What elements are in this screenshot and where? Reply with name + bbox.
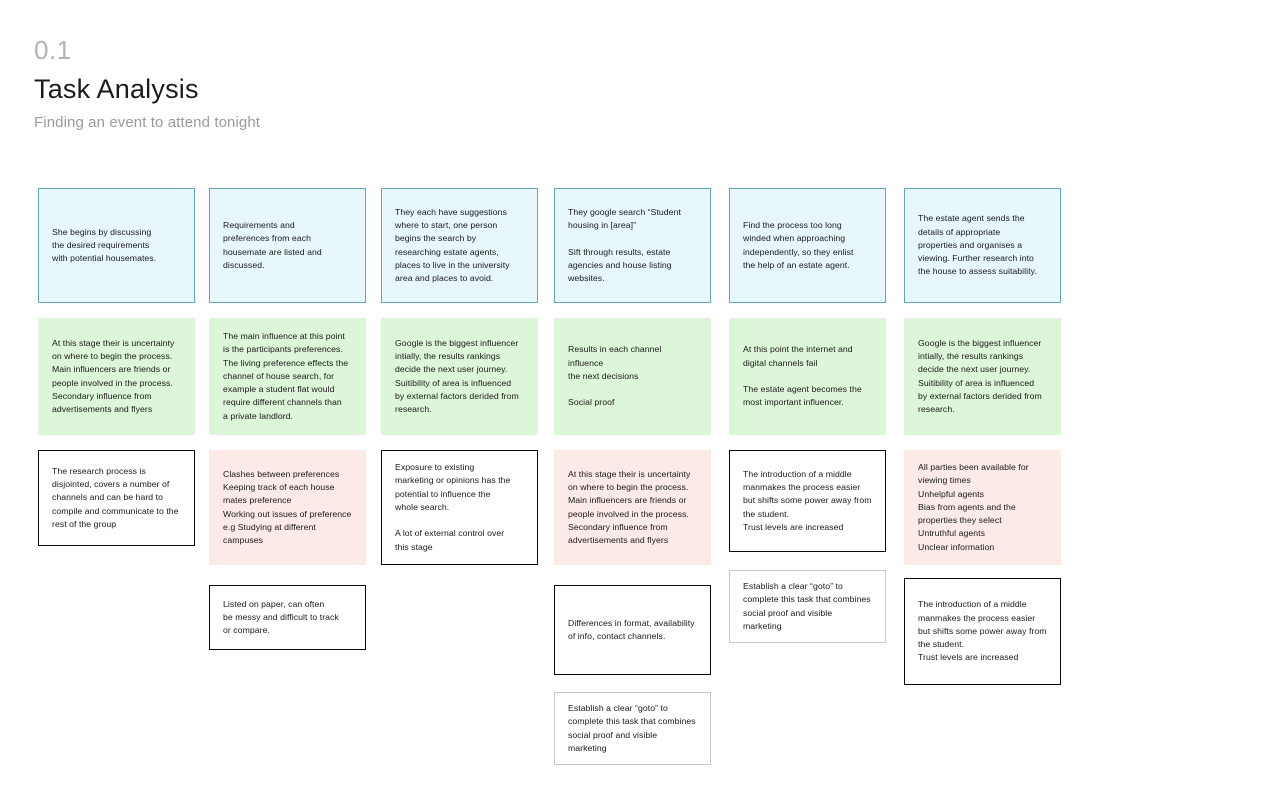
card-text: Exposure to existing marketing or opinio… <box>395 462 511 552</box>
card-r1c4[interactable]: They google search “Student housing in [… <box>554 188 711 303</box>
card-text: Establish a clear “goto” to complete thi… <box>568 703 696 753</box>
card-r3c6[interactable]: All parties been available for viewing t… <box>904 450 1061 565</box>
card-text: They google search “Student housing in [… <box>568 206 681 283</box>
card-text: She begins by discussing the desired req… <box>52 226 157 264</box>
card-text: Clashes between preferences Keeping trac… <box>223 468 352 545</box>
card-r3c1[interactable]: The research process is disjointed, cove… <box>38 450 195 546</box>
card-text: At this point the internet and digital c… <box>743 344 862 408</box>
card-text: They each have suggestions where to star… <box>395 206 510 283</box>
card-text: Requirements and preferences from each h… <box>223 220 322 270</box>
card-r2c5[interactable]: At this point the internet and digital c… <box>729 318 886 435</box>
slide-number: 0.1 <box>34 35 72 65</box>
card-text: Find the process too long winded when ap… <box>743 220 854 270</box>
card-r3c5[interactable]: The introduction of a middle manmakes th… <box>729 450 886 552</box>
card-text: Establish a clear “goto” to complete thi… <box>743 581 871 631</box>
card-r3c4[interactable]: At this stage their is uncertainty on wh… <box>554 450 711 565</box>
card-text: The estate agent sends the details of ap… <box>918 213 1037 277</box>
card-text: Differences in format, availability of i… <box>568 617 695 641</box>
card-text: The introduction of a middle manmakes th… <box>918 599 1047 663</box>
card-r2c2[interactable]: The main influence at this point is the … <box>209 318 366 435</box>
card-r2c4[interactable]: Results in each channel influence the ne… <box>554 318 711 435</box>
card-text: Google is the biggest influencer intiall… <box>918 337 1042 414</box>
card-text: Listed on paper, can often be messy and … <box>223 598 339 636</box>
card-r5c4[interactable]: Establish a clear “goto” to complete thi… <box>554 692 711 765</box>
card-r1c6[interactable]: The estate agent sends the details of ap… <box>904 188 1061 303</box>
card-r2c6[interactable]: Google is the biggest influencer intiall… <box>904 318 1061 435</box>
card-r1c3[interactable]: They each have suggestions where to star… <box>381 188 538 303</box>
card-text: The main influence at this point is the … <box>223 331 349 421</box>
card-text: All parties been available for viewing t… <box>918 462 1029 552</box>
card-text: Results in each channel influence the ne… <box>568 344 662 408</box>
card-r2c1[interactable]: At this stage their is uncertainty on wh… <box>38 318 195 435</box>
card-r2c3[interactable]: Google is the biggest influencer intiall… <box>381 318 538 435</box>
page-subtitle: Finding an event to attend tonight <box>34 114 261 132</box>
card-r4c2[interactable]: Listed on paper, can often be messy and … <box>209 585 366 650</box>
page-title: Task Analysis <box>34 73 199 104</box>
card-text: The research process is disjointed, cove… <box>52 465 179 529</box>
card-text: At this stage their is uncertainty on wh… <box>52 337 175 414</box>
card-r3c3[interactable]: Exposure to existing marketing or opinio… <box>381 450 538 565</box>
card-r1c1[interactable]: She begins by discussing the desired req… <box>38 188 195 303</box>
card-text: At this stage their is uncertainty on wh… <box>568 468 691 545</box>
slide-header: 0.1 Task Analysis Finding an event to at… <box>34 36 734 132</box>
card-r1c5[interactable]: Find the process too long winded when ap… <box>729 188 886 303</box>
card-r4c4[interactable]: Differences in format, availability of i… <box>554 585 711 675</box>
card-text: The introduction of a middle manmakes th… <box>743 468 872 532</box>
card-r4c5[interactable]: Establish a clear “goto” to complete thi… <box>729 570 886 643</box>
card-r4c6[interactable]: The introduction of a middle manmakes th… <box>904 578 1061 685</box>
card-text: Google is the biggest influencer intiall… <box>395 337 519 414</box>
card-r3c2[interactable]: Clashes between preferences Keeping trac… <box>209 450 366 565</box>
card-r1c2[interactable]: Requirements and preferences from each h… <box>209 188 366 303</box>
